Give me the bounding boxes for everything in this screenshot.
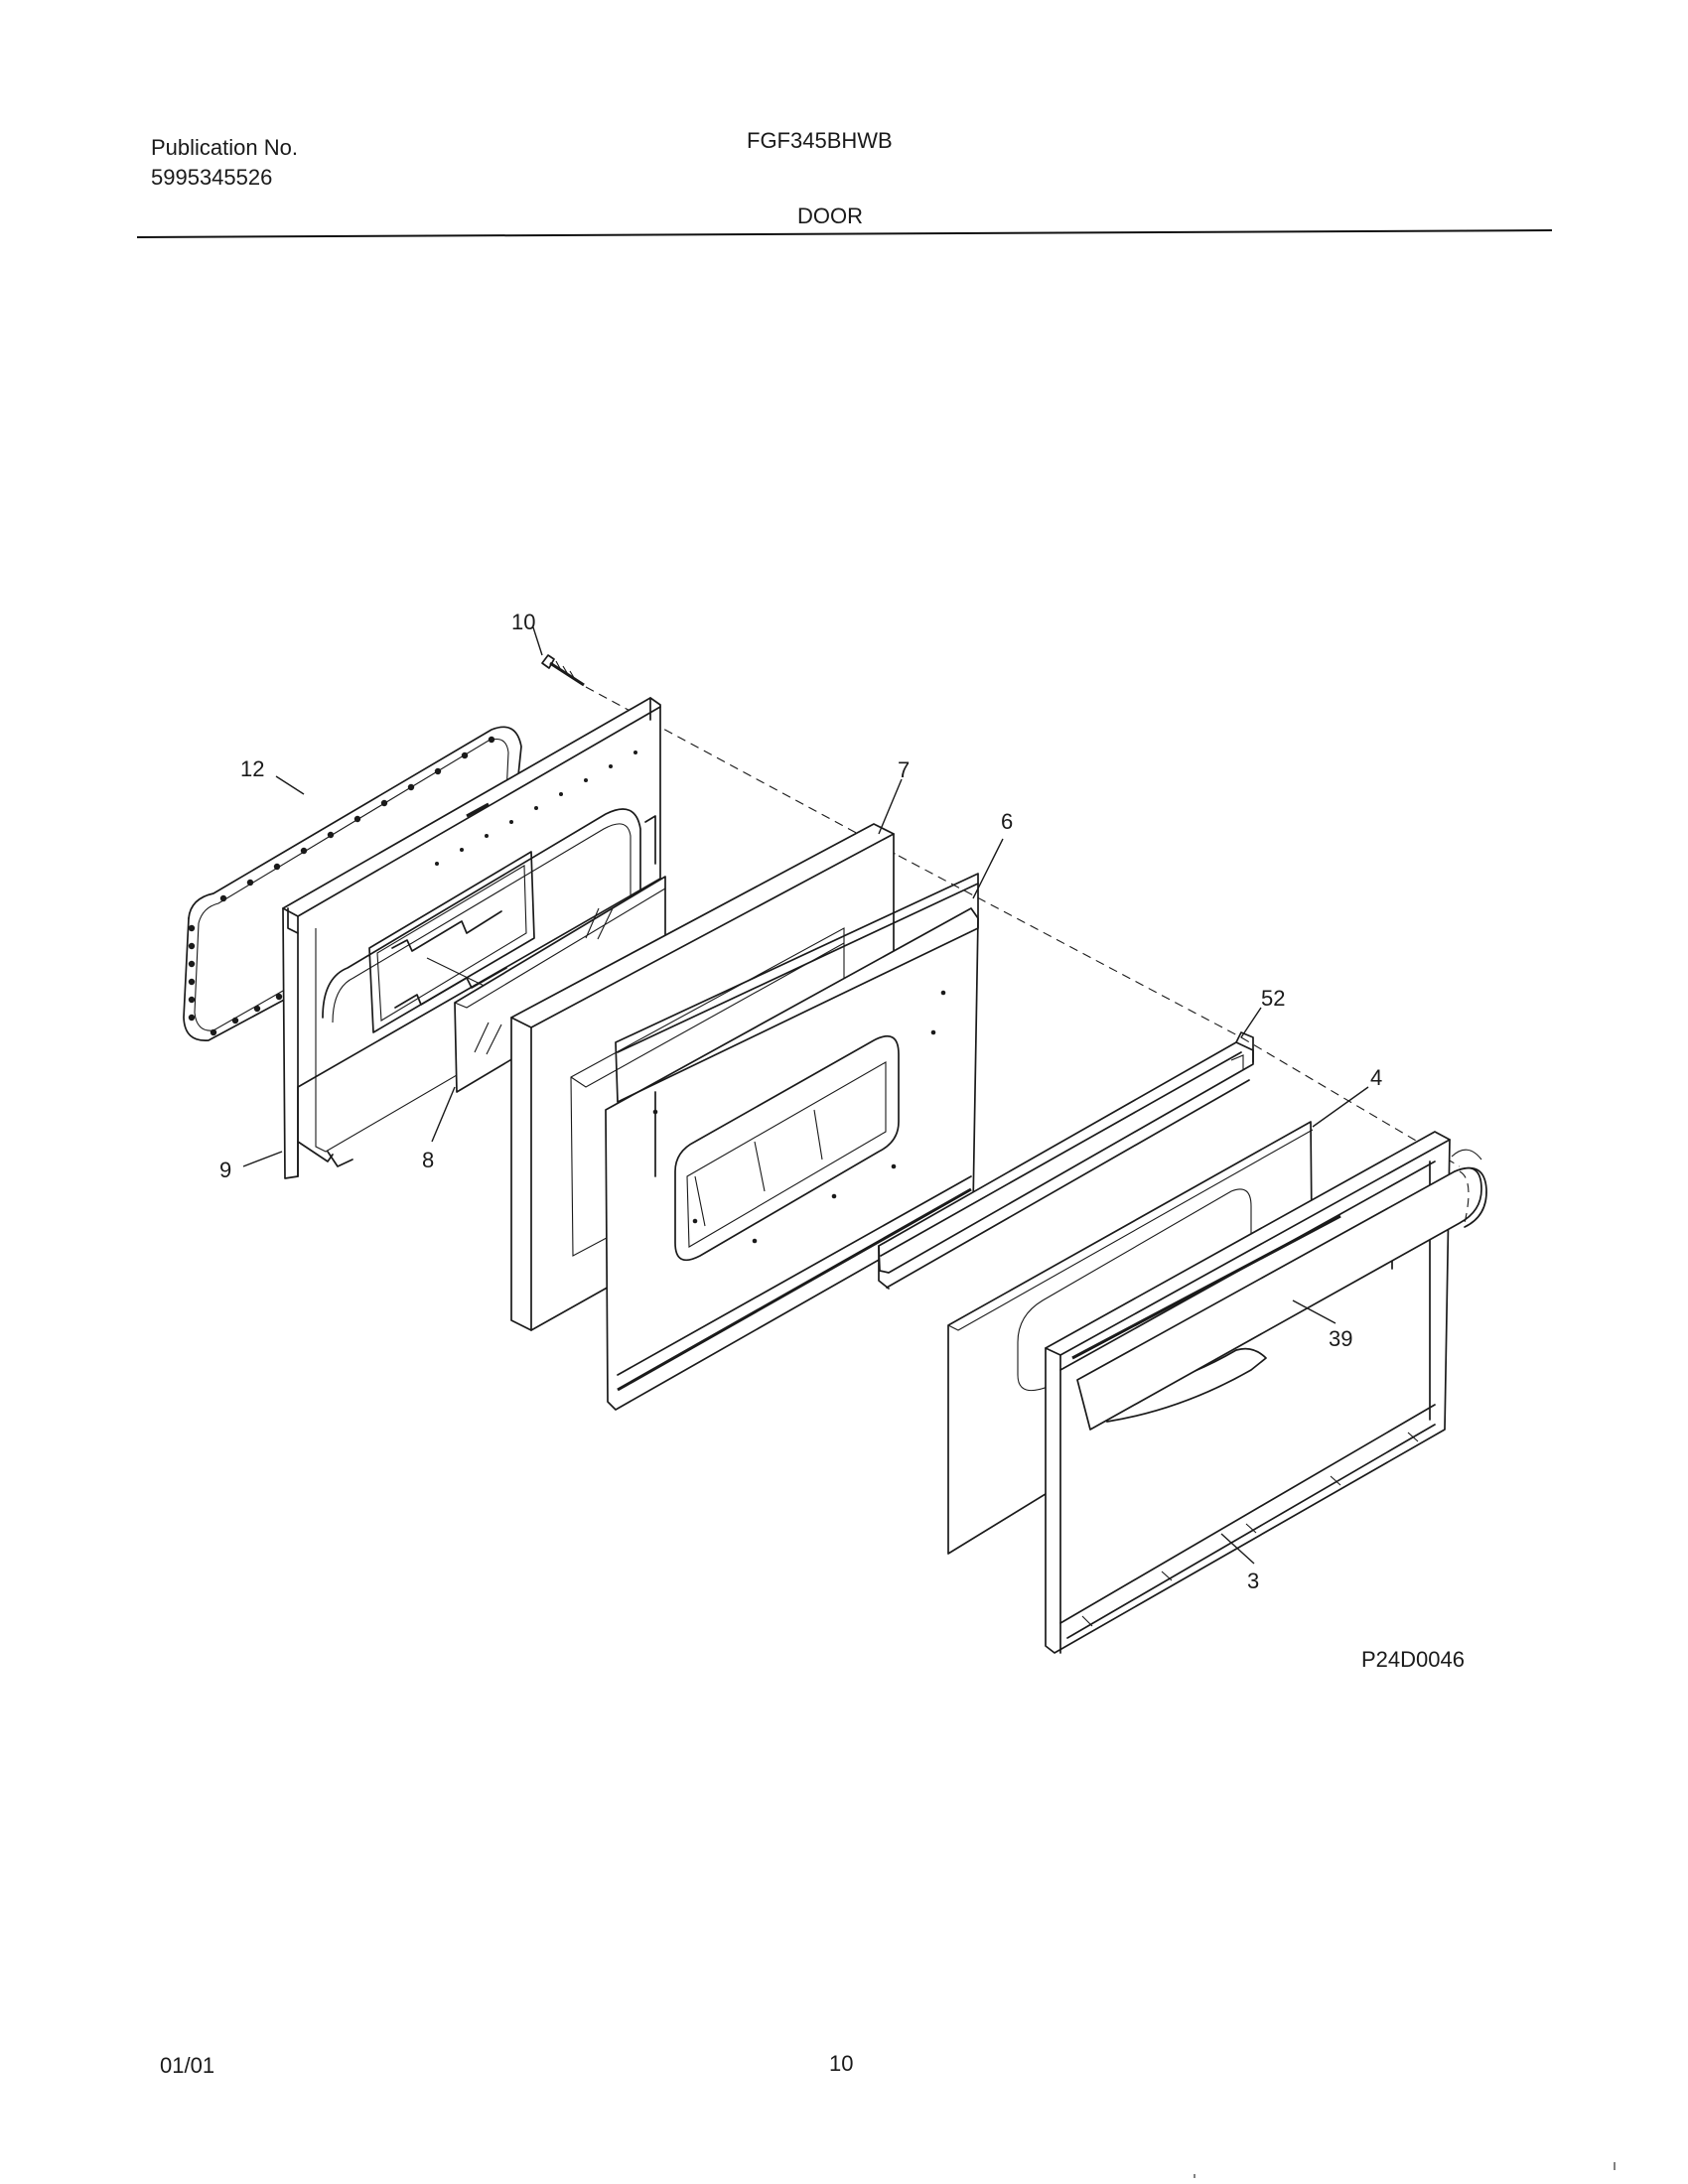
detail-dot (534, 806, 538, 810)
detail-dot (188, 960, 196, 968)
drawing-code: P24D0046 (1361, 1647, 1465, 1672)
callout-39: 39 (1329, 1326, 1352, 1351)
detail-dot (633, 751, 637, 754)
part-trim-strip (878, 1031, 1254, 1290)
detail-dot (273, 863, 281, 871)
callout-7: 7 (898, 757, 910, 782)
detail-dot (380, 799, 388, 807)
detail-dot (831, 1193, 837, 1199)
detail-dot (940, 990, 946, 996)
detail-dot (652, 1109, 658, 1115)
detail-dot (353, 815, 361, 823)
detail-dot (188, 978, 196, 986)
part-gasket (183, 726, 522, 1041)
callout-leaders (242, 626, 1369, 1565)
detail-dot (461, 751, 469, 759)
callout-8: 8 (422, 1148, 434, 1172)
callout-12: 12 (240, 756, 264, 781)
part-inner-liner (282, 697, 661, 1179)
callout-3: 3 (1247, 1569, 1259, 1593)
detail-dot (253, 1005, 261, 1013)
publication-number: 5995345526 (151, 165, 273, 190)
footer-date: 01/01 (160, 2053, 215, 2078)
detail-dot (584, 778, 588, 782)
detail-dot (210, 1028, 217, 1036)
callout-labels: 10 12 7 6 52 4 9 8 39 3 P24D0046 (219, 610, 1465, 1672)
detail-dot (485, 834, 489, 838)
callout-6: 6 (1001, 809, 1013, 834)
callout-52: 52 (1261, 986, 1285, 1011)
detail-dot (692, 1218, 698, 1224)
detail-dot (488, 736, 495, 744)
page-number: 10 (829, 2051, 854, 2076)
part-inner-panel (605, 873, 979, 1411)
part-screw (541, 654, 585, 687)
section-title: DOOR (797, 204, 863, 228)
detail-dot (752, 1238, 758, 1244)
detail-dot (559, 792, 563, 796)
detail-dot (231, 1017, 239, 1024)
publication-label: Publication No. (151, 135, 298, 160)
model-number: FGF345BHWB (747, 128, 893, 153)
detail-dot (188, 924, 196, 932)
detail-dot (188, 942, 196, 950)
callout-4: 4 (1370, 1065, 1382, 1090)
detail-dot (434, 767, 442, 775)
scan-marks (1194, 2162, 1616, 2178)
callout-10: 10 (511, 610, 535, 634)
detail-dot (188, 996, 196, 1004)
detail-dot (435, 862, 439, 866)
detail-dot (609, 764, 613, 768)
detail-dot (460, 848, 464, 852)
detail-dot (327, 831, 335, 839)
detail-dot (188, 1014, 196, 1022)
callout-9: 9 (219, 1158, 231, 1182)
detail-dot (509, 820, 513, 824)
detail-dot (300, 847, 308, 855)
detail-dot (407, 783, 415, 791)
part-handle (1076, 1149, 1487, 1431)
detail-dot (930, 1029, 936, 1035)
detail-dot (219, 894, 227, 902)
detail-dot (891, 1163, 897, 1169)
detail-dot (275, 993, 283, 1001)
detail-dot (246, 879, 254, 887)
